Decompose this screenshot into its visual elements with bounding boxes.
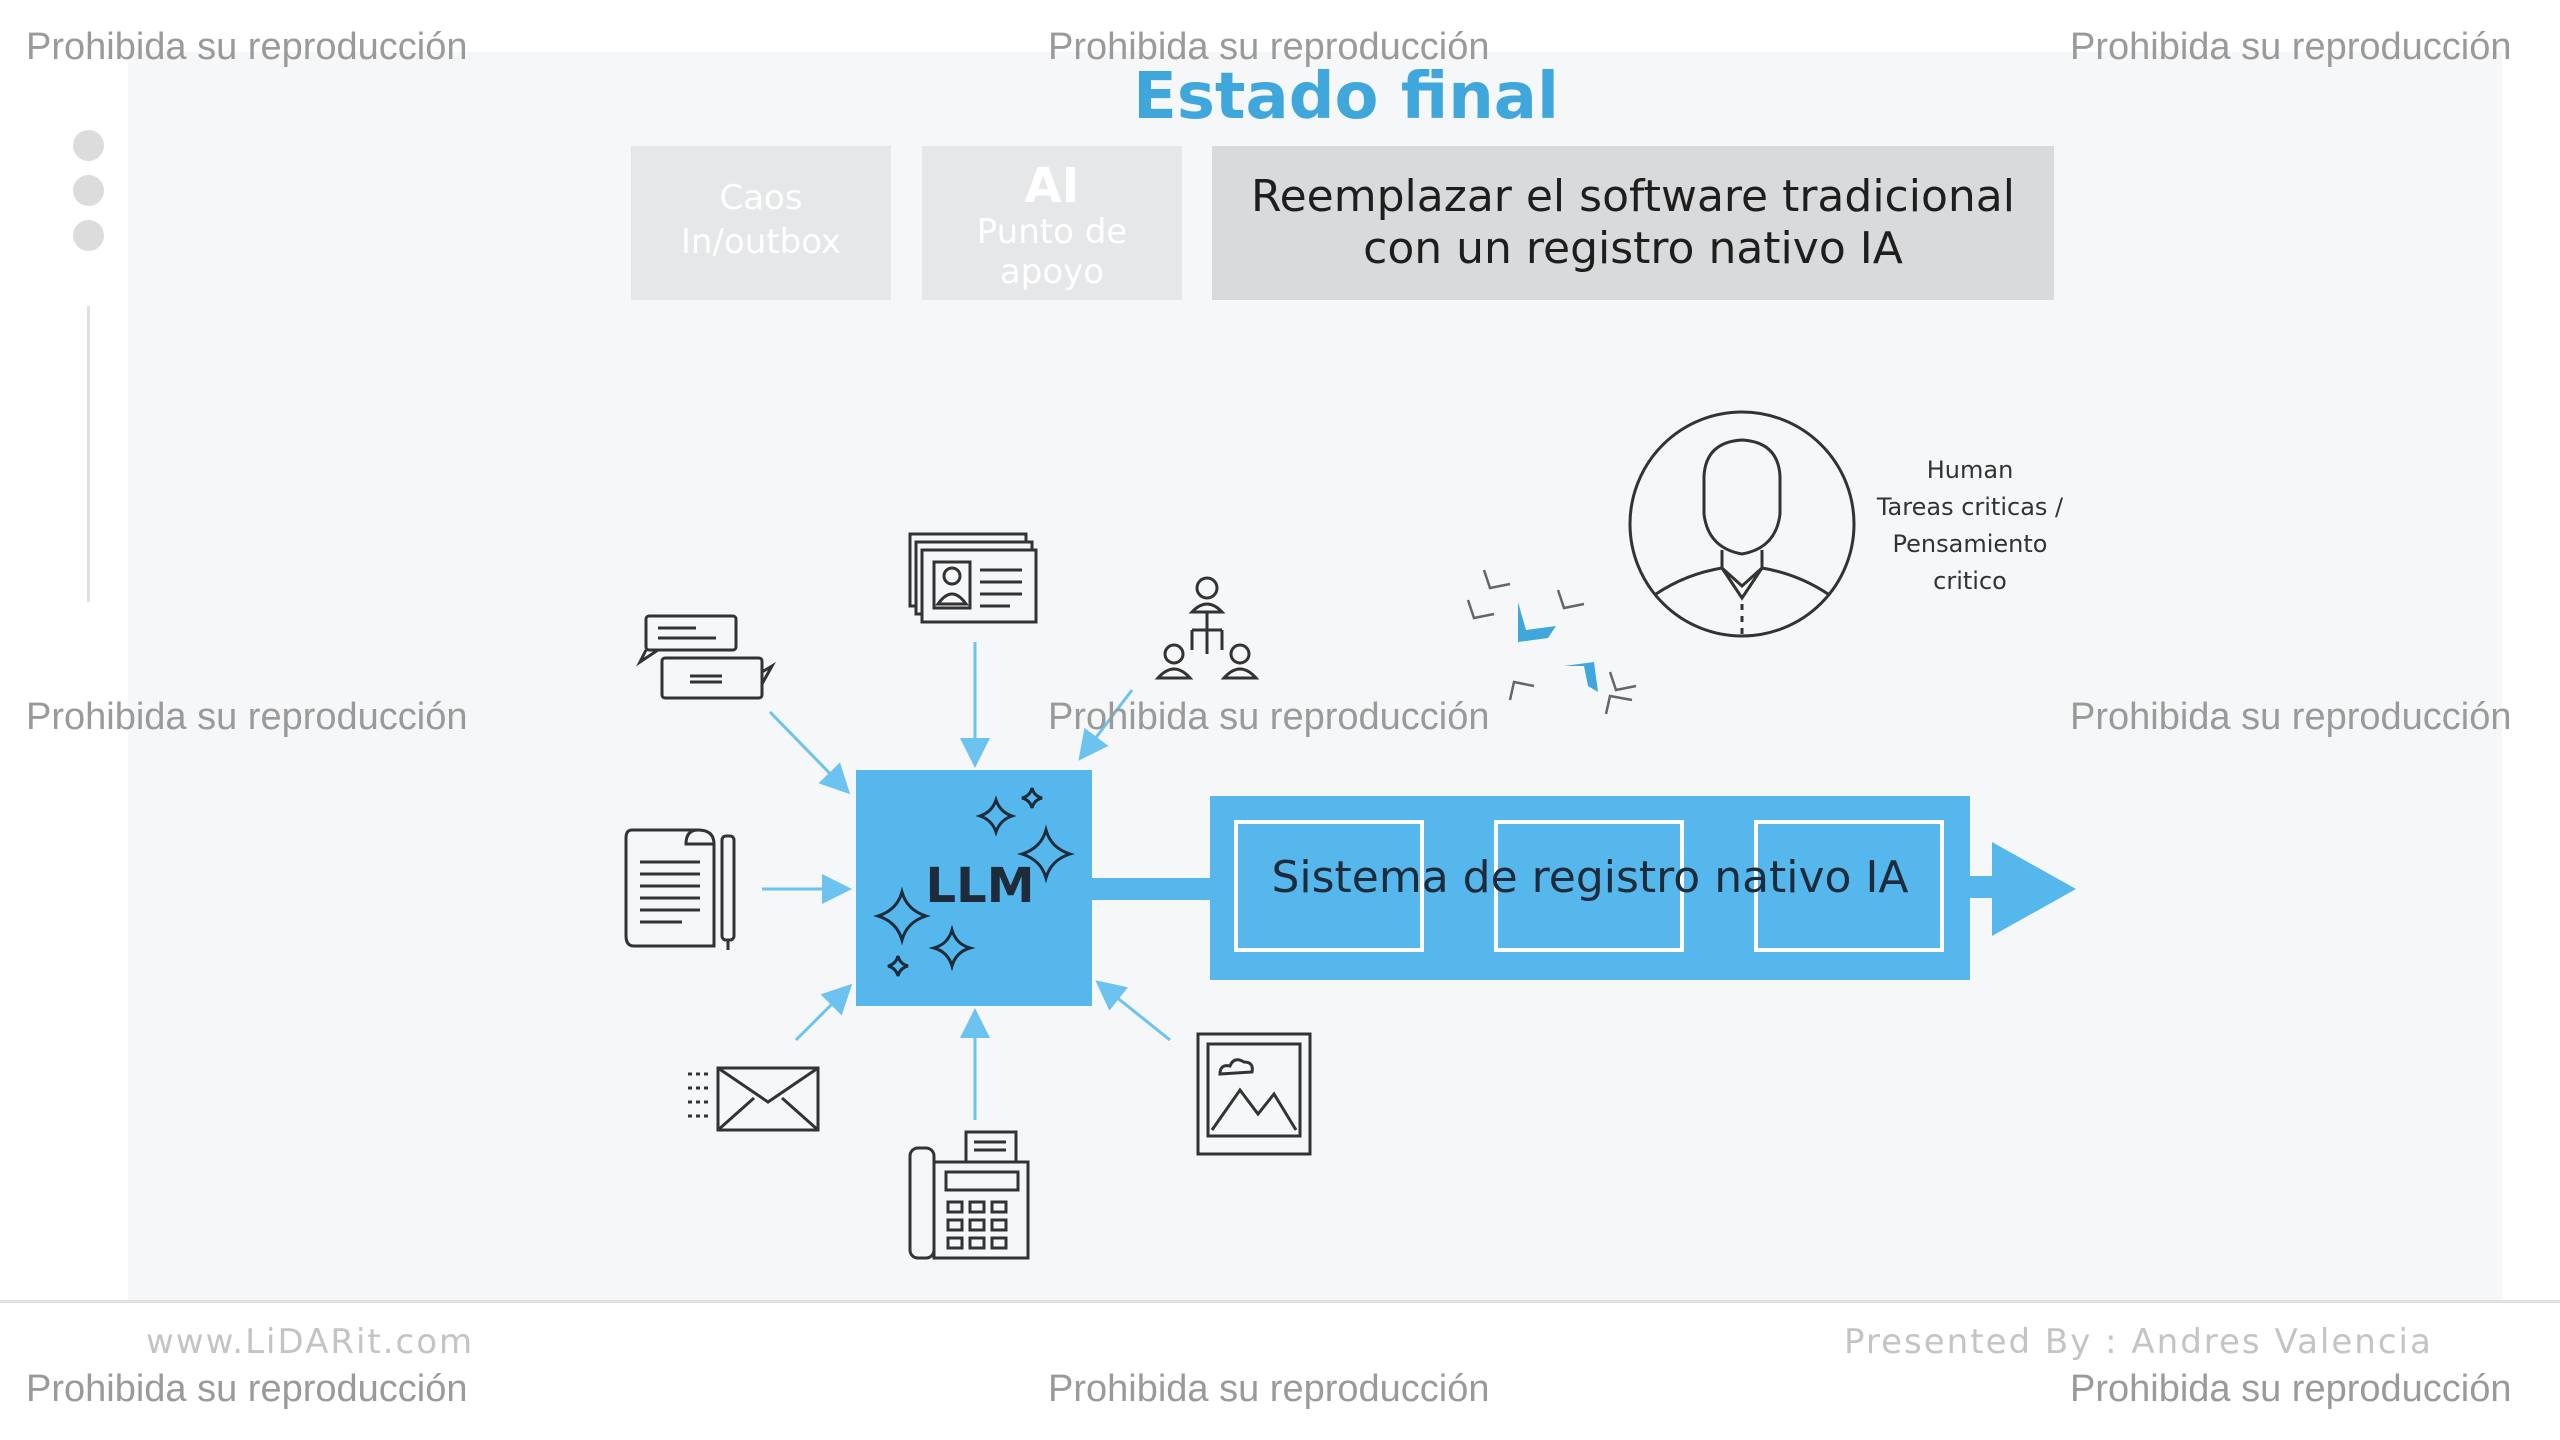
llm-to-system-connector: [1092, 878, 1210, 900]
human-line-3: Pensamiento: [1892, 530, 2048, 558]
native-record-system-box: [1210, 796, 1970, 980]
stage-label-replace: Reemplazar el software tradicional con u…: [1251, 171, 2015, 274]
watermark: Prohibida su reproducción: [2070, 696, 2512, 738]
stage-label-support: Punto de apoyo: [976, 212, 1128, 292]
watermark: Prohibida su reproducción: [2070, 1368, 2512, 1410]
human-line-4: critico: [1933, 567, 2007, 595]
watermark: Prohibida su reproducción: [26, 26, 468, 68]
footer-presenter: Presented By : Andres Valencia: [1844, 1322, 2433, 1362]
stage-box-replace: Reemplazar el software tradicional con u…: [1212, 146, 2054, 300]
org-chart-icon: [1154, 576, 1260, 680]
system-cell-1: [1234, 820, 1424, 952]
watermark: Prohibida su reproducción: [26, 696, 468, 738]
system-cell-2: [1494, 820, 1684, 952]
human-caption: Human Tareas criticas / Pensamiento crit…: [1860, 452, 2080, 600]
chevrons-icon: [1466, 569, 1637, 715]
person-icon: [1628, 410, 1856, 638]
footer-website: www.LiDARit.com: [146, 1322, 475, 1362]
id-cards-icon: [908, 532, 1038, 624]
human-line-1: Human: [1926, 456, 2014, 484]
watermark: Prohibida su reproducción: [2070, 26, 2512, 68]
stage-box-ai: AI Punto de apoyo: [922, 146, 1182, 300]
document-pen-icon: [624, 828, 736, 950]
mail-icon: [688, 1066, 820, 1132]
watermark: Prohibida su reproducción: [1048, 1368, 1490, 1410]
watermark: Prohibida su reproducción: [1048, 26, 1490, 68]
sparkles-icon: [873, 787, 1075, 977]
stage-box-chaos: Caos In/outbox: [631, 146, 891, 300]
nav-dot-3[interactable]: [73, 220, 104, 251]
side-progress-line: [87, 306, 90, 602]
nav-dot-1[interactable]: [73, 130, 104, 161]
slide-title: Estado final: [1133, 60, 1559, 134]
stage-label-ai: AI: [1024, 158, 1080, 214]
llm-label: LLM: [925, 858, 1035, 914]
human-line-2: Tareas criticas /: [1876, 493, 2064, 521]
nav-dot-2[interactable]: [73, 175, 104, 206]
watermark: Prohibida su reproducción: [1048, 696, 1490, 738]
stage-label-chaos: Caos In/outbox: [680, 178, 842, 262]
watermark: Prohibida su reproducción: [26, 1368, 468, 1410]
system-output-arrow-icon: [1992, 842, 2076, 936]
fax-phone-icon: [908, 1130, 1030, 1260]
chat-icon: [636, 614, 777, 700]
system-tail-connector: [1970, 876, 1998, 898]
footer-divider: [0, 1300, 2560, 1303]
image-icon: [1196, 1032, 1312, 1156]
llm-box: [856, 770, 1092, 1006]
system-label: Sistema de registro nativo IA: [1271, 852, 1909, 903]
system-cell-3: [1754, 820, 1944, 952]
